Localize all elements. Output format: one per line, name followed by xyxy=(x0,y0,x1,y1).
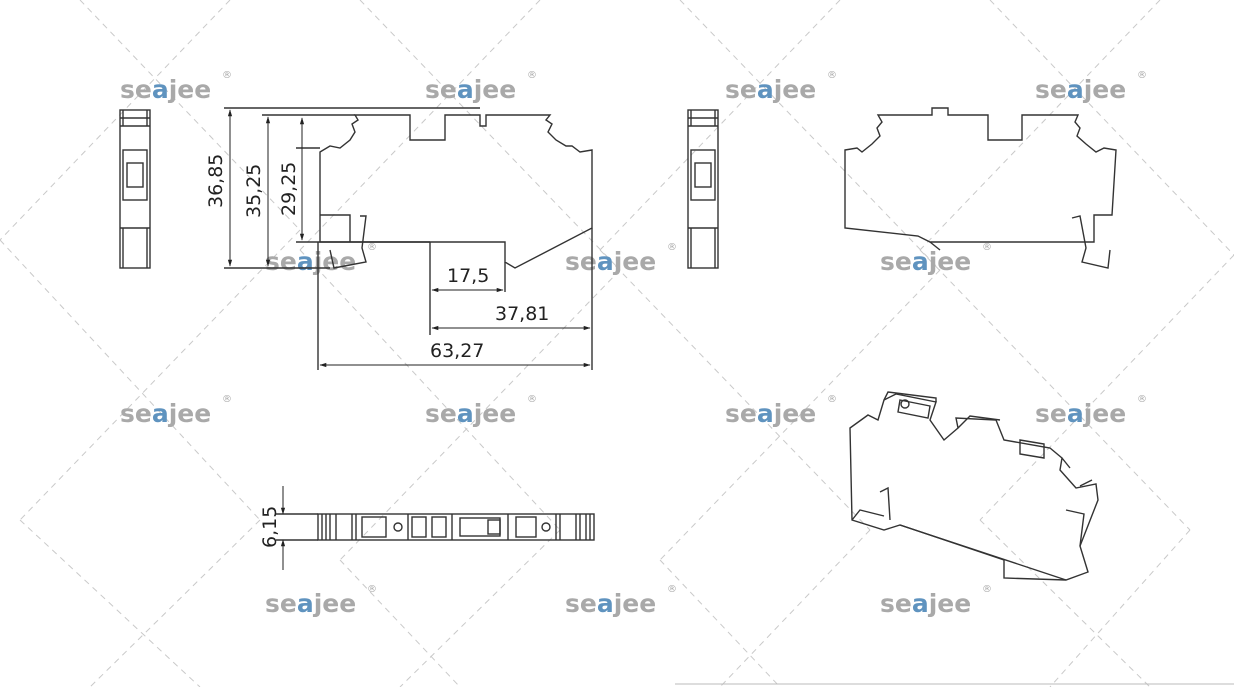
svg-text:®: ® xyxy=(667,242,677,253)
top-view xyxy=(276,513,595,541)
dimension-label-h1: 36,85 xyxy=(205,154,227,208)
svg-text:®: ® xyxy=(527,394,537,405)
svg-text:®: ® xyxy=(1137,70,1147,81)
svg-text:seajee: seajee xyxy=(265,247,356,276)
watermark: seajee ® xyxy=(565,242,677,276)
watermark: seajee ® xyxy=(565,584,677,618)
watermark: seajee ® xyxy=(1035,394,1147,428)
front-view-dimensions xyxy=(227,109,591,368)
svg-text:seajee: seajee xyxy=(725,75,816,104)
front-view-dimension-labels: 36,85 35,25 29,25 17,5 37,81 63,27 xyxy=(205,154,549,362)
svg-text:seajee: seajee xyxy=(425,399,516,428)
watermark: seajee ® xyxy=(725,394,837,428)
svg-text:seajee: seajee xyxy=(120,75,211,104)
front-view xyxy=(224,107,593,370)
dimension-label-h2: 35,25 xyxy=(243,164,265,218)
svg-text:seajee: seajee xyxy=(120,399,211,428)
svg-text:®: ® xyxy=(367,584,377,595)
svg-text:®: ® xyxy=(1137,394,1147,405)
side-view-right xyxy=(687,109,719,269)
svg-text:®: ® xyxy=(982,584,992,595)
watermark: seajee ® xyxy=(425,70,537,104)
svg-text:seajee: seajee xyxy=(1035,75,1126,104)
dimension-label-thickness: 6,15 xyxy=(259,506,281,548)
dimension-label-w3: 63,27 xyxy=(430,340,484,362)
dimension-label-h3: 29,25 xyxy=(278,162,300,216)
back-view xyxy=(844,107,1117,269)
watermark: seajee ® xyxy=(265,242,377,276)
watermark: seajee ® xyxy=(880,242,992,276)
svg-text:®: ® xyxy=(527,70,537,81)
watermark: seajee ® xyxy=(1035,70,1147,104)
svg-text:®: ® xyxy=(222,394,232,405)
isometric-view xyxy=(849,391,1099,581)
svg-text:®: ® xyxy=(667,584,677,595)
watermarks: seajee® seajee® seajee® seajee® seajee® … xyxy=(120,70,1147,618)
svg-text:®: ® xyxy=(367,242,377,253)
svg-text:®: ® xyxy=(827,70,837,81)
svg-text:®: ® xyxy=(222,70,232,81)
watermark: seajee ® xyxy=(120,394,232,428)
svg-text:seajee: seajee xyxy=(425,75,516,104)
watermark: seajee ® xyxy=(120,70,232,104)
svg-text:®: ® xyxy=(982,242,992,253)
dimension-label-w2: 37,81 xyxy=(495,303,549,325)
svg-text:seajee: seajee xyxy=(265,589,356,618)
side-view-left xyxy=(119,109,151,269)
svg-text:seajee: seajee xyxy=(565,589,656,618)
svg-text:seajee: seajee xyxy=(880,589,971,618)
watermark: seajee ® xyxy=(880,584,992,618)
svg-text:seajee: seajee xyxy=(880,247,971,276)
svg-text:seajee: seajee xyxy=(725,399,816,428)
svg-text:®: ® xyxy=(827,394,837,405)
watermark: seajee ® xyxy=(265,584,377,618)
watermark: seajee ® xyxy=(425,394,537,428)
svg-text:seajee: seajee xyxy=(565,247,656,276)
dimension-label-w1: 17,5 xyxy=(447,265,489,287)
watermark: seajee ® xyxy=(725,70,837,104)
svg-text:seajee: seajee xyxy=(1035,399,1126,428)
